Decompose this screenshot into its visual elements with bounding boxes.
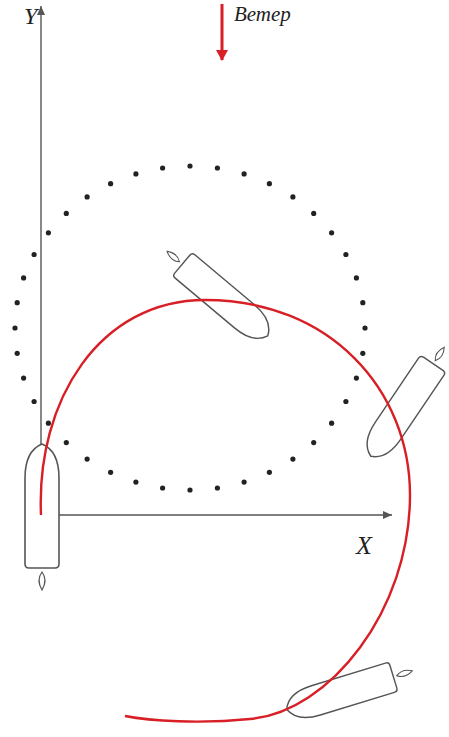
dot (108, 470, 113, 475)
dot (133, 480, 138, 485)
dot (31, 252, 36, 257)
wind-label: Ветер (234, 4, 291, 25)
dot (354, 275, 359, 280)
dot (267, 181, 272, 186)
dot (290, 457, 295, 462)
dot (267, 470, 272, 475)
dot (12, 325, 17, 330)
dot (242, 480, 247, 485)
ship (157, 240, 277, 348)
axis-label: Y (24, 4, 37, 28)
wind-arrow (221, 4, 224, 60)
dot (31, 399, 36, 404)
dot (21, 376, 26, 381)
dot (64, 211, 69, 216)
dot (15, 351, 20, 356)
dot (160, 485, 165, 490)
y-axis (40, 6, 41, 515)
dot (329, 230, 334, 235)
dot (360, 351, 365, 356)
dot (187, 487, 192, 492)
dot (360, 300, 365, 305)
dot (64, 440, 69, 445)
dot (85, 457, 90, 462)
dot (343, 252, 348, 257)
dot (108, 181, 113, 186)
dot (311, 211, 316, 216)
dot (343, 399, 348, 404)
dot (85, 194, 90, 199)
dot (46, 421, 51, 426)
ship (282, 656, 417, 724)
x-axis (41, 514, 392, 515)
dot (290, 194, 295, 199)
dot (362, 325, 367, 330)
dot (133, 171, 138, 176)
trajectory (41, 300, 410, 722)
dot (354, 376, 359, 381)
dot (15, 300, 20, 305)
dot (215, 165, 220, 170)
dot (21, 275, 26, 280)
dot (187, 163, 192, 168)
dot (242, 171, 247, 176)
dot (311, 440, 316, 445)
axis-label: X (356, 533, 372, 559)
dot (329, 421, 334, 426)
dot (160, 165, 165, 170)
dot (215, 485, 220, 490)
dot (46, 230, 51, 235)
